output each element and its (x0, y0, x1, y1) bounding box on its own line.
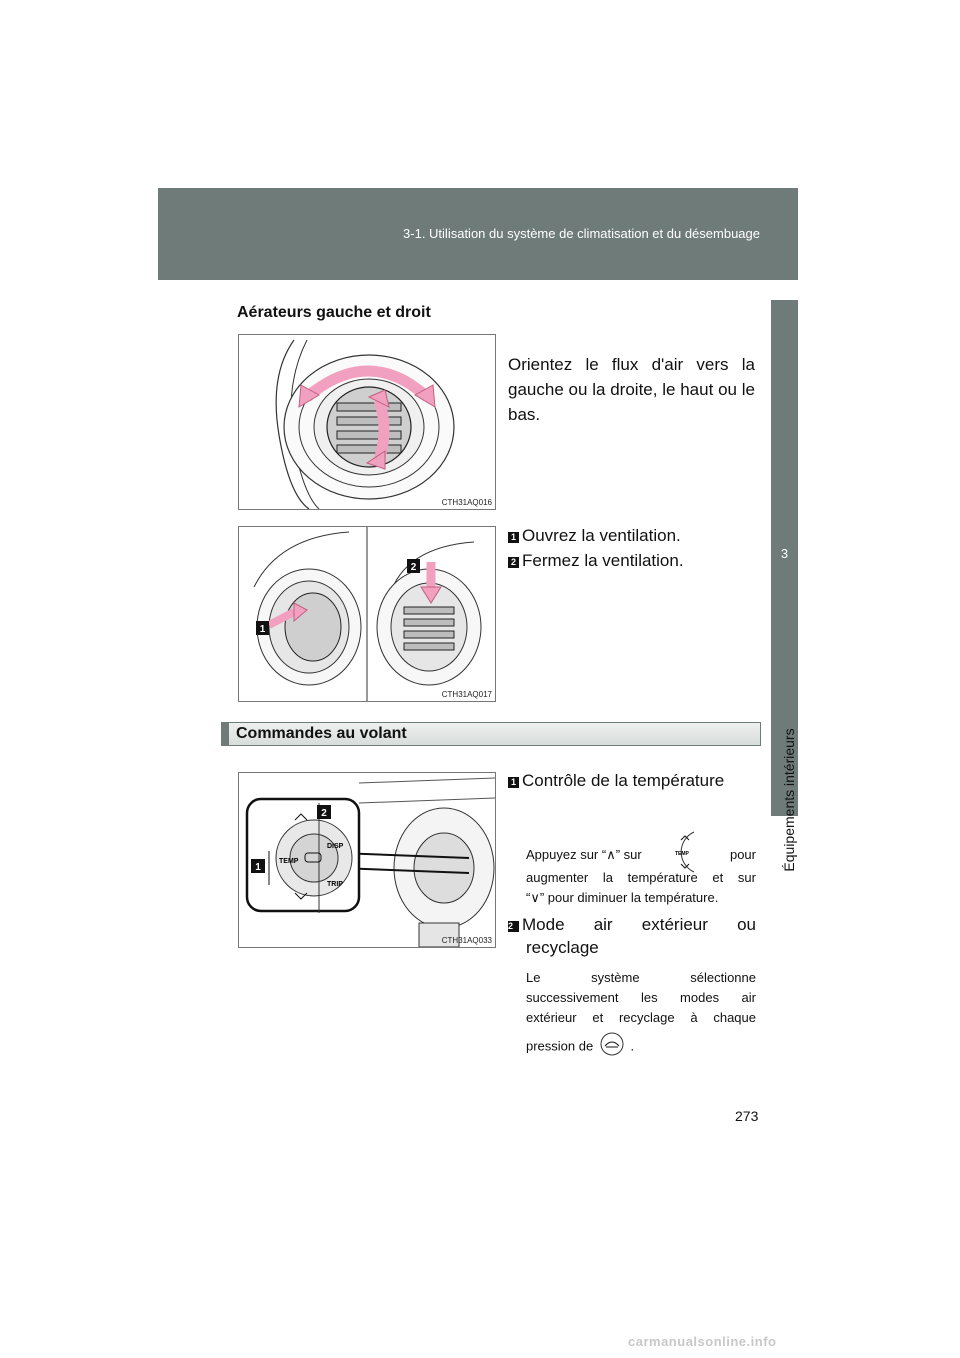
trip-label: TRIP (327, 881, 343, 888)
recirc-title-b: recyclage (526, 938, 599, 957)
temp-desc-d: “∨” pour diminuer la température. (526, 890, 719, 905)
recirc-button-icon (597, 1032, 627, 1062)
recirc-desc-c: extérieur et recyclage à chaque (526, 1010, 756, 1025)
temp-desc-a: Appuyez sur “∧” sur (526, 847, 642, 862)
recirc-desc-d-line: pression de . (526, 1032, 756, 1062)
recirc-desc-d: pression de (526, 1038, 594, 1054)
chapter-side-tab (771, 300, 798, 816)
vent-open-close-illustration: 1 2 (253, 527, 482, 701)
vent-direction-text: Orientez le flux d'air vers la gauche ou… (508, 355, 755, 424)
steering-switch-illustration: TEMP DISP TRIP 1 2 (245, 777, 496, 948)
section-bar-steering: Commandes au volant (221, 722, 761, 746)
figure-code: CTH31AQ033 (441, 936, 492, 945)
recirc-desc-b: successivement les modes air (526, 990, 756, 1005)
temp-desc-b: pour (729, 847, 756, 862)
figure-steering-switches: TEMP DISP TRIP 1 2 CTH31AQ033 (238, 772, 496, 948)
item-label: Ouvrez la ventilation. (522, 526, 681, 545)
item-number: 1 (508, 777, 519, 788)
item-title: Contrôle de la température (522, 771, 725, 790)
figure-code: CTH31AQ016 (441, 498, 492, 507)
header-band: 3-1. Utilisation du système de climatisa… (158, 188, 798, 280)
figure-vent-direction: CTH31AQ016 (238, 334, 496, 510)
callout-1: 1 (260, 624, 266, 635)
temp-desc-c: augmenter la température et sur (526, 870, 756, 885)
section-heading-steering: Commandes au volant (236, 725, 407, 742)
watermark: carmanualsonline.info (628, 1334, 777, 1349)
vent-direction-illustration (275, 339, 455, 510)
callout-2: 2 (321, 808, 327, 819)
page-number: 273 (735, 1108, 759, 1124)
chapter-number: 3 (780, 546, 789, 561)
item-label: Fermez la ventilation. (522, 551, 684, 570)
svg-text:TEMP: TEMP (675, 851, 690, 857)
item-number: 1 (508, 532, 519, 543)
chapter-title: 3-1. Utilisation du système de climatisa… (403, 226, 760, 241)
temp-label: TEMP (279, 858, 299, 865)
chapter-side-label: Équipements intérieurs (781, 728, 797, 872)
figure-vent-open-close: 1 2 CTH31AQ017 (238, 526, 496, 702)
figure-code: CTH31AQ017 (441, 690, 492, 699)
temp-switch-icon: TEMP (664, 830, 708, 880)
callout-2: 2 (411, 562, 417, 573)
section-bar-accent (222, 723, 229, 745)
item-number: 2 (508, 921, 519, 932)
item-title: Mode air extérieur ou (522, 915, 756, 934)
recirc-desc-a: Le système sélectionne (526, 970, 756, 985)
callout-1: 1 (255, 862, 261, 873)
chapter-side-label-box: Équipements intérieurs (781, 620, 797, 980)
disp-label: DISP (327, 843, 344, 850)
temp-desc-line1: Appuyez sur “∧” sur TEMP pour (526, 830, 756, 880)
section-heading-vents: Aérateurs gauche et droit (237, 304, 431, 321)
item-number: 2 (508, 557, 519, 568)
recirc-desc-end: . (630, 1038, 635, 1054)
